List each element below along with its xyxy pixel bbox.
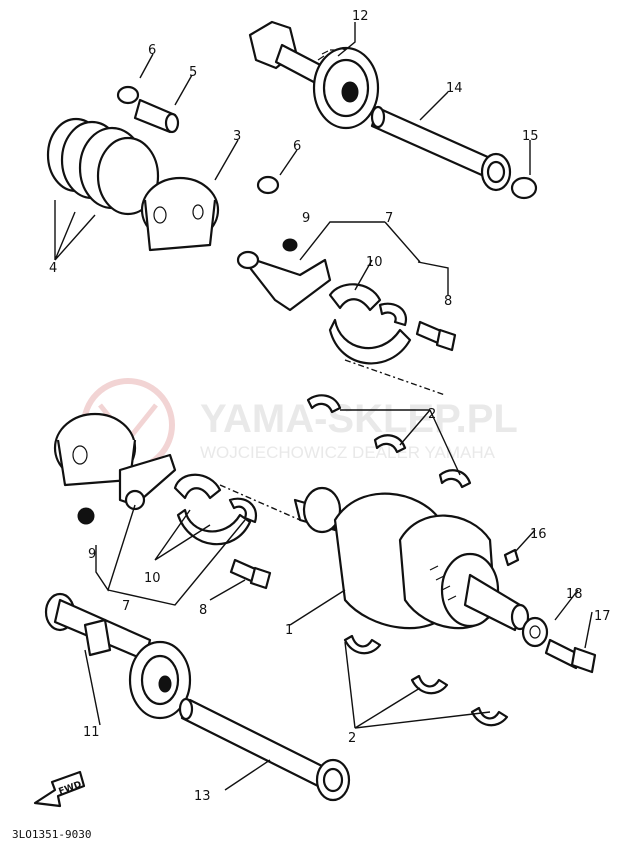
- part-8-bolt-lower: [229, 558, 272, 590]
- part-10-bearings-lower: [173, 473, 258, 546]
- part-7-connecting-rod-top: [236, 238, 412, 365]
- watermark-title: YAMA-SKLEP.PL: [200, 397, 518, 441]
- part-16-key: [503, 548, 520, 567]
- callout-4: 4: [49, 261, 57, 276]
- callout-10b: 10: [144, 571, 161, 586]
- part-9-nut: [77, 507, 95, 525]
- callout-14: 14: [446, 81, 463, 96]
- part-18-washer: [521, 616, 549, 648]
- callout-17: 17: [594, 609, 611, 624]
- callout-1: 1: [285, 623, 293, 638]
- callout-8b: 8: [199, 603, 207, 618]
- callout-2a: 2: [428, 407, 436, 422]
- part-2-bearings-lower: [343, 634, 509, 727]
- callout-18: 18: [566, 587, 583, 602]
- part-15-circlip: [510, 176, 538, 200]
- part-12-balancer-shaft: [248, 20, 380, 130]
- callout-6a: 6: [148, 43, 156, 58]
- callout-12: 12: [352, 9, 369, 24]
- part-6-circlip-right: [256, 175, 280, 195]
- part-11-balancer-shaft: [44, 592, 192, 720]
- callout-15: 15: [522, 129, 539, 144]
- callout-13: 13: [194, 789, 211, 804]
- part-3-piston: [140, 176, 220, 252]
- fwd-arrow-icon: FWD: [33, 770, 86, 808]
- part-8-bolt-top: [415, 320, 457, 352]
- diagram-code: 3LO1351-9030: [12, 828, 91, 841]
- callout-7a: 7: [385, 211, 393, 226]
- callout-5: 5: [189, 65, 197, 80]
- part-2-bearings-upper: [306, 394, 472, 489]
- part-4-piston-rings: [46, 117, 160, 216]
- part-13-shaft: [178, 697, 351, 802]
- callout-labels: 12 6 5 3 6 14 15 4 7 9 10 8 2 9 10 7 8 1…: [49, 9, 611, 804]
- part-6-circlip: [116, 85, 140, 105]
- callout-8a: 8: [444, 294, 452, 309]
- callout-11: 11: [83, 725, 100, 740]
- callout-10a: 10: [366, 255, 383, 270]
- part-14-shaft: [370, 105, 512, 192]
- leader-lines: [54, 22, 593, 791]
- callout-6b: 6: [293, 139, 301, 154]
- callout-3: 3: [233, 129, 241, 144]
- piston-assembly-lower: [53, 412, 177, 511]
- callout-2b: 2: [348, 731, 356, 746]
- callout-7b: 7: [122, 599, 130, 614]
- part-17-bolt: [544, 638, 597, 674]
- part-1-crankshaft: [293, 486, 530, 632]
- callout-16: 16: [530, 527, 547, 542]
- watermark: YAMA-SKLEP.PL WOJCIECHOWICZ DEALER YAMAH…: [81, 378, 518, 472]
- callout-9a: 9: [302, 211, 310, 226]
- part-5-piston-pin: [133, 98, 180, 134]
- callout-9b: 9: [88, 547, 96, 562]
- watermark-subtitle: WOJCIECHOWICZ DEALER YAMAHA: [200, 443, 496, 462]
